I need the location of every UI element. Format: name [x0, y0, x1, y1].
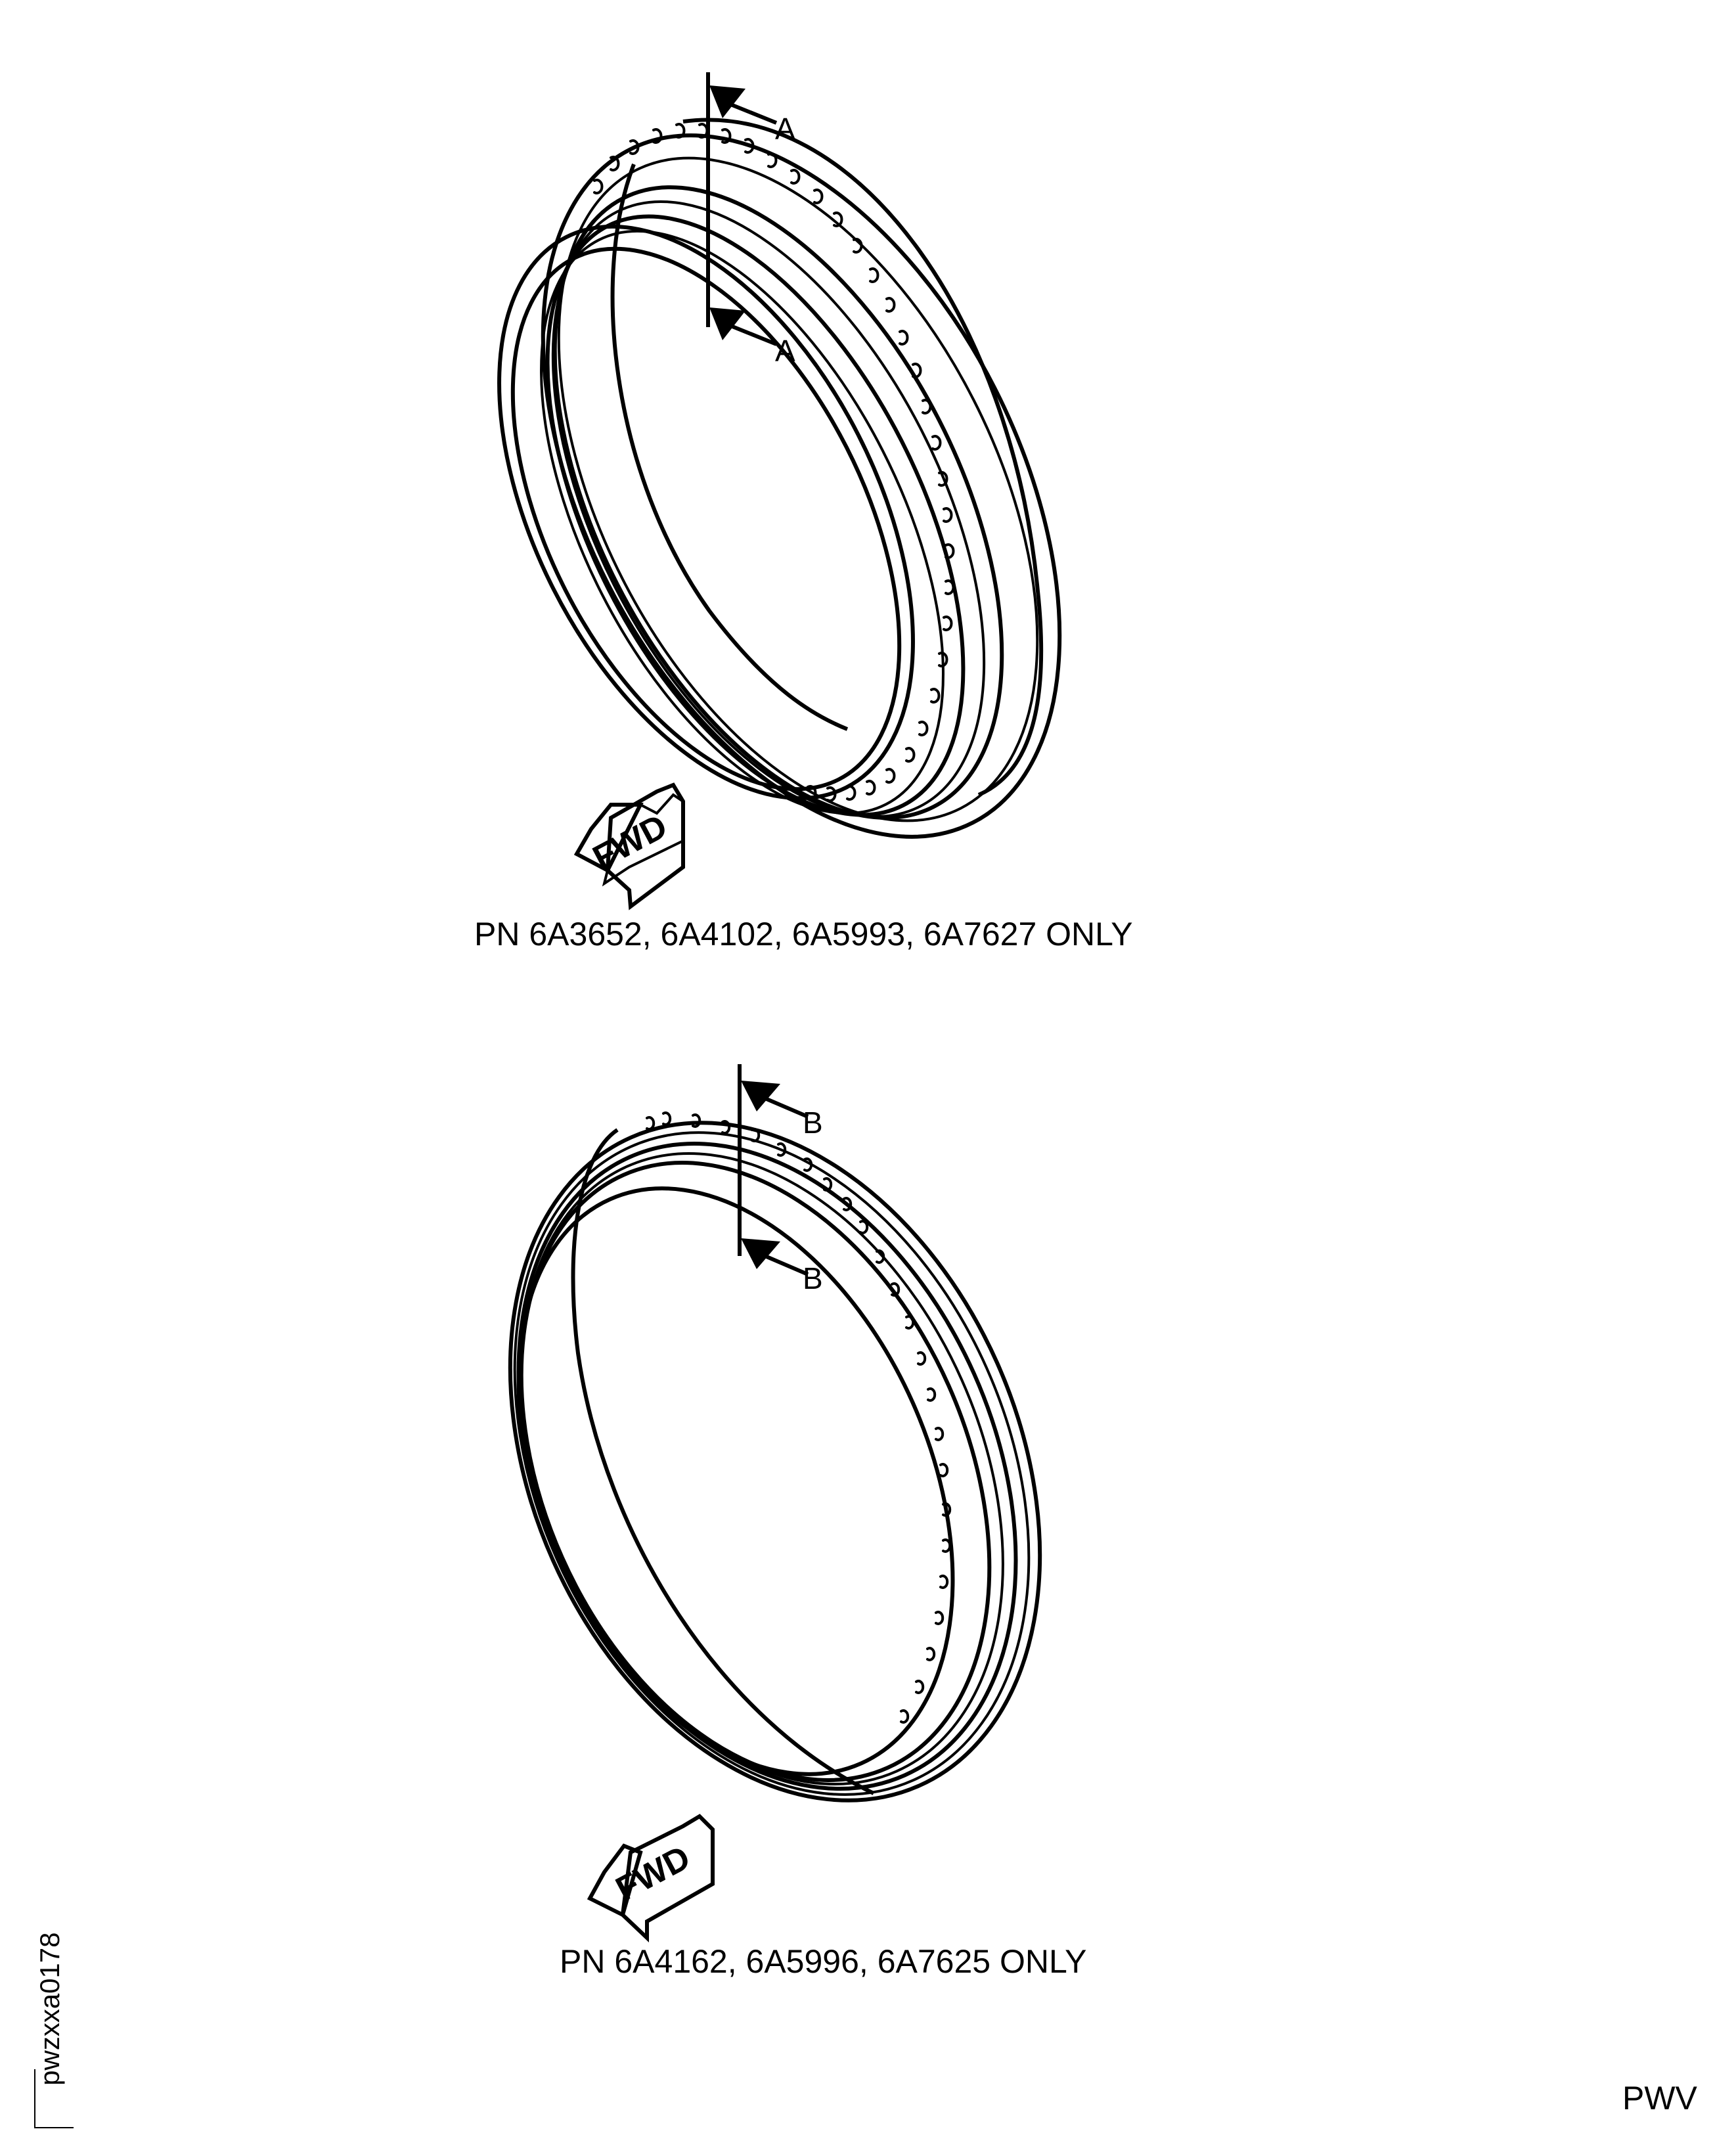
publisher-code: PWV	[1622, 2080, 1697, 2116]
section-label-b-bottom: B	[803, 1261, 823, 1295]
bolt-hole-pattern-bottom	[646, 1111, 952, 1724]
section-label-a-top: A	[775, 112, 795, 146]
ring-assembly-bottom: B B FWD	[508, 1064, 1042, 1942]
forward-direction-arrow-bottom	[587, 1814, 715, 1942]
ring-assembly-top: A A FWD	[497, 72, 1062, 910]
section-label-b-top: B	[803, 1106, 823, 1140]
part-number-caption-top: PN 6A3652, 6A4102, 6A5993, 6A7627 ONLY	[474, 916, 1133, 952]
section-line-a	[706, 72, 778, 346]
illustration-id-bracket	[34, 2069, 74, 2128]
illustration-id: pwzxxa0178	[34, 1932, 65, 2086]
forward-direction-arrow-top	[573, 782, 685, 910]
part-number-caption-bottom: PN 6A4162, 6A5996, 6A7625 ONLY	[560, 1943, 1087, 1980]
section-label-a-bottom: A	[775, 334, 795, 368]
section-line-b	[738, 1064, 809, 1276]
bolt-hole-pattern-top	[593, 123, 955, 802]
